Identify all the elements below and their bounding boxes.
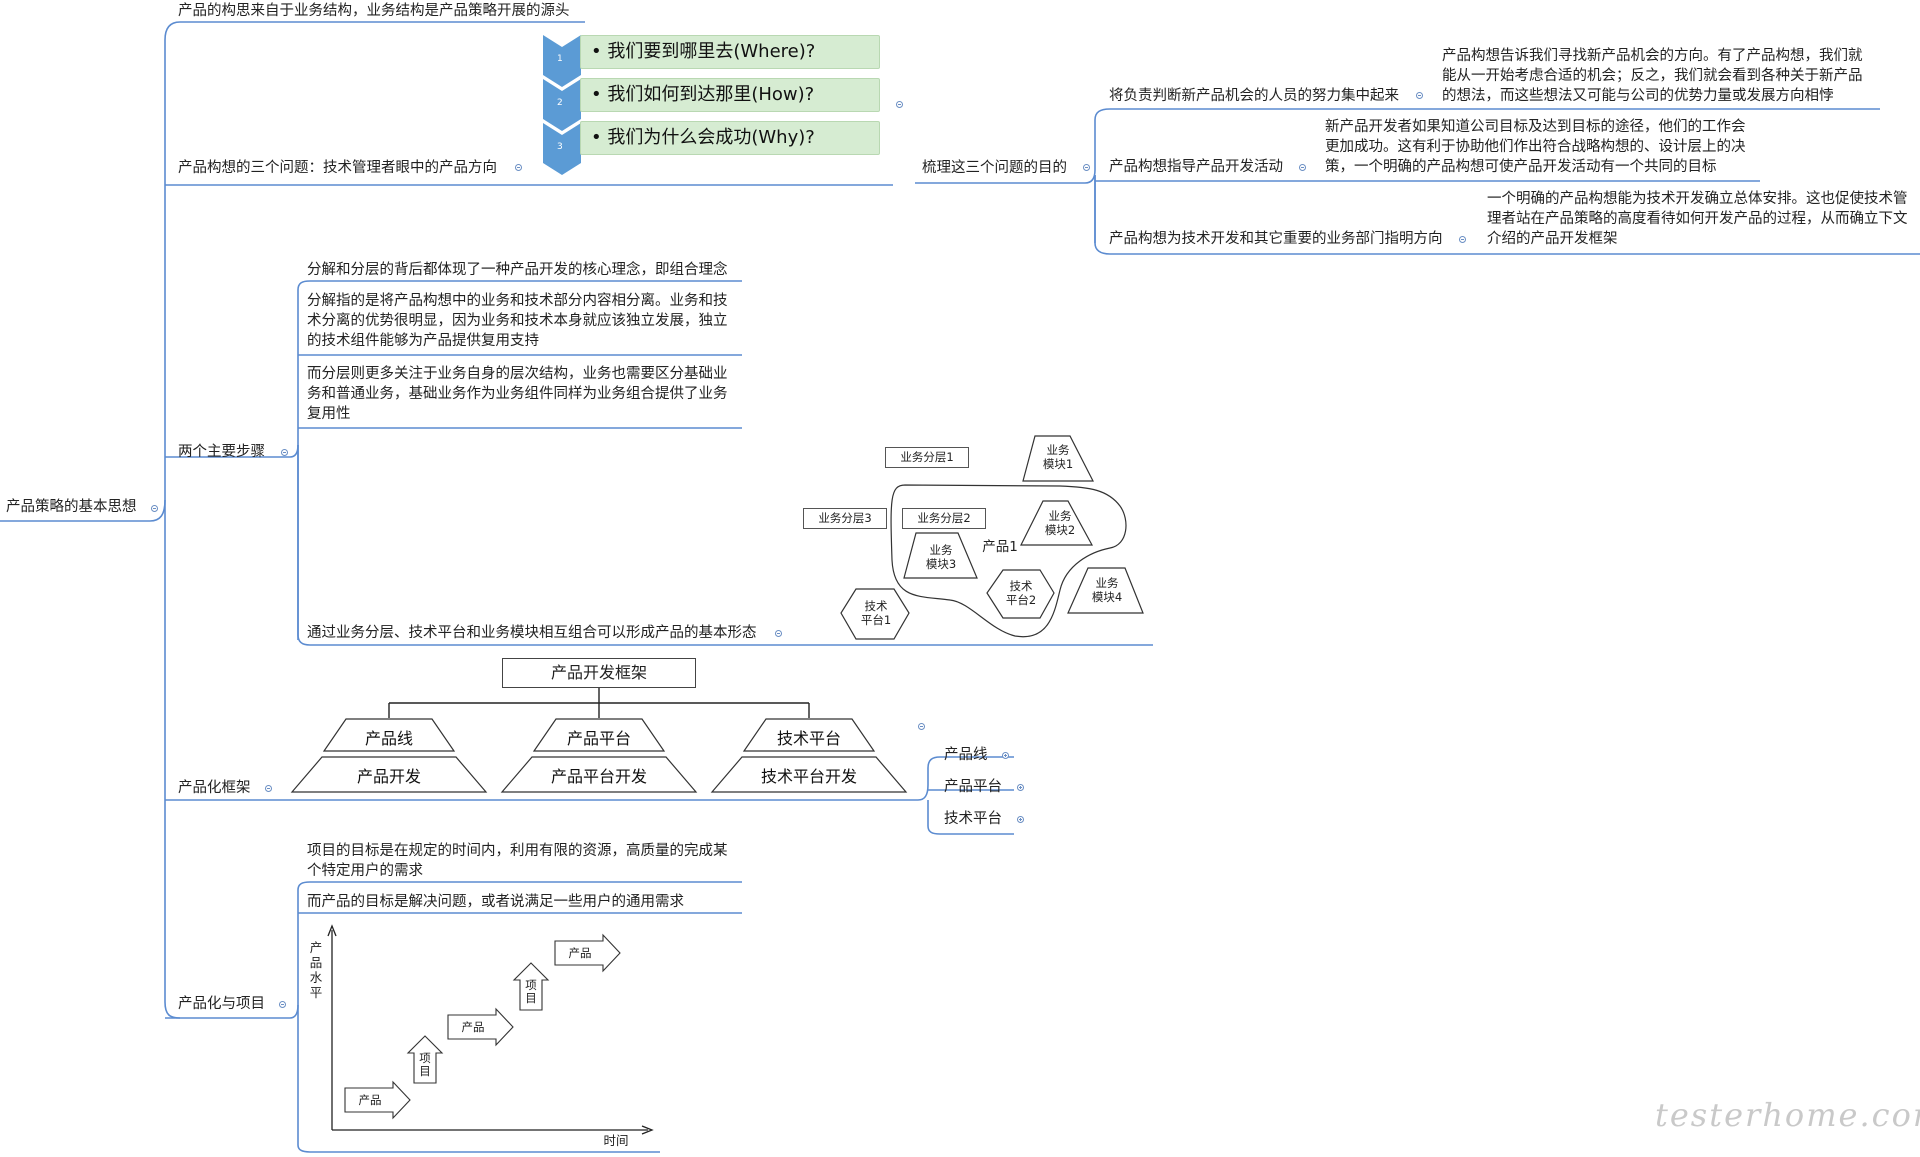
collapse-toggle[interactable] xyxy=(918,723,925,730)
tech-2-label: 技术平台2 xyxy=(1003,579,1039,607)
child-tech-platform[interactable]: 技术平台 xyxy=(944,811,1002,827)
layer-3-box: 业务分层3 xyxy=(803,508,887,529)
collapse-toggle[interactable] xyxy=(515,164,522,171)
child-product-platform[interactable]: 产品平台 xyxy=(944,779,1002,795)
collapse-toggle[interactable] xyxy=(1299,164,1306,171)
label-line: 业务 xyxy=(1095,576,1119,590)
label-line: 模块4 xyxy=(1091,590,1123,604)
layer-2-box: 业务分层2 xyxy=(902,508,986,529)
module-3-label: 业务模块3 xyxy=(923,543,959,571)
step-product-1: 产品 xyxy=(358,1093,382,1107)
watermark: testerhome.com xyxy=(1655,1096,1920,1134)
label-line: 技术 xyxy=(864,599,888,613)
framework-title: 产品开发框架 xyxy=(502,658,696,688)
step-number: 2 xyxy=(557,98,563,108)
step-project-1: 项目 xyxy=(419,1051,431,1078)
label-line: 业务 xyxy=(929,543,953,557)
expand-toggle[interactable] xyxy=(1002,752,1009,759)
framework-tech-platform: 技术平台 xyxy=(776,729,841,748)
framework-product-dev: 产品开发 xyxy=(356,767,421,786)
step-number: 3 xyxy=(557,142,563,152)
step-note-product-form: 通过业务分层、技术平台和业务模块相互组合可以形成产品的基本形态 xyxy=(307,625,757,641)
module-4-label: 业务模块4 xyxy=(1089,576,1125,604)
step-number: 1 xyxy=(557,54,563,64)
step-note-decompose: 分解指的是将产品构想中的业务和技术部分内容相分离。业务和技术分离的优势很明显，因… xyxy=(307,293,728,349)
label-line: 业务 xyxy=(1048,509,1072,523)
question-why: • 我们为什么会成功(Why)? xyxy=(580,121,880,155)
purpose-item-2[interactable]: 产品构想指导产品开发活动 xyxy=(1109,159,1283,175)
label-line: 模块1 xyxy=(1042,457,1074,471)
collapse-toggle[interactable] xyxy=(896,101,903,108)
step-note-layering: 而分层则更多关注于业务自身的层次结构，业务也需要区分基础业务和普通业务，基础业务… xyxy=(307,366,728,422)
chevron-step-2 xyxy=(543,79,581,131)
framework-product-line: 产品线 xyxy=(364,729,413,748)
label-line: 技术 xyxy=(1009,579,1033,593)
chart-y-label: 产 品 水 平 xyxy=(308,940,324,1000)
chevron-step-1 xyxy=(543,35,581,87)
branch-two-steps[interactable]: 两个主要步骤 xyxy=(178,444,265,460)
question-how: • 我们如何到达那里(How)? xyxy=(580,78,880,112)
label-line: 业务 xyxy=(1046,443,1070,457)
purpose-item-1[interactable]: 将负责判断新产品机会的人员的努力集中起来 xyxy=(1109,88,1399,104)
root-topic[interactable]: 产品策略的基本思想 xyxy=(6,499,137,515)
purpose-detail-3: 一个明确的产品构想能为技术开发确立总体安排。这也促使技术管理者站在产品策略的高度… xyxy=(1487,191,1908,247)
expand-toggle[interactable] xyxy=(1017,816,1024,823)
label-line: 模块2 xyxy=(1044,523,1076,537)
branch-product-vs-project[interactable]: 产品化与项目 xyxy=(178,996,265,1012)
label-char: 品 xyxy=(309,955,323,970)
step-note-combination: 分解和分层的背后都体现了一种产品开发的核心理念，即组合理念 xyxy=(307,262,728,278)
branch-product-idea[interactable]: 产品的构思来自于业务结构，业务结构是产品策略开展的源头 xyxy=(178,3,570,19)
collapse-toggle[interactable] xyxy=(265,785,272,792)
note-product-goal: 而产品的目标是解决问题，或者说满足一些用户的通用需求 xyxy=(307,894,684,910)
purpose-item-3[interactable]: 产品构想为技术开发和其它重要的业务部门指明方向 xyxy=(1109,231,1443,247)
layer-1-box: 业务分层1 xyxy=(885,447,969,468)
step-project-2: 项目 xyxy=(525,978,537,1005)
label-line: 平台1 xyxy=(860,613,892,627)
collapse-toggle[interactable] xyxy=(1459,236,1466,243)
purpose-topic[interactable]: 梳理这三个问题的目的 xyxy=(922,160,1067,176)
framework-product-platform: 产品平台 xyxy=(566,729,631,748)
branch-product-framework[interactable]: 产品化框架 xyxy=(178,780,251,796)
product-1-label: 产品1 xyxy=(982,539,1018,555)
chevron-step-3 xyxy=(543,123,581,175)
branch-three-questions[interactable]: 产品构想的三个问题：技术管理者眼中的产品方向 xyxy=(178,160,497,176)
question-where: • 我们要到哪里去(Where)? xyxy=(580,35,880,69)
purpose-detail-1: 产品构想告诉我们寻找新产品机会的方向。有了产品构想，我们就能从一开始考虑合适的机… xyxy=(1442,48,1863,104)
label-line: 模块3 xyxy=(925,557,957,571)
tech-1-label: 技术平台1 xyxy=(858,599,894,627)
label-char: 水 xyxy=(309,970,323,985)
module-1-label: 业务模块1 xyxy=(1040,443,1076,471)
collapse-toggle[interactable] xyxy=(1083,164,1090,171)
expand-toggle[interactable] xyxy=(1017,784,1024,791)
module-2-label: 业务模块2 xyxy=(1042,509,1078,537)
label-char: 产 xyxy=(309,940,323,955)
label-char: 平 xyxy=(309,985,323,1000)
child-product-line[interactable]: 产品线 xyxy=(944,747,988,763)
framework-platform-dev: 产品平台开发 xyxy=(550,767,647,786)
framework-tech-dev: 技术平台开发 xyxy=(760,767,857,786)
collapse-toggle[interactable] xyxy=(279,1001,286,1008)
chart-x-label: 时间 xyxy=(603,1133,629,1148)
collapse-toggle[interactable] xyxy=(1416,92,1423,99)
step-product-3: 产品 xyxy=(568,946,592,960)
purpose-detail-2: 新产品开发者如果知道公司目标及达到目标的途径，他们的工作会更加成功。这有利于协助… xyxy=(1325,119,1746,175)
collapse-toggle[interactable] xyxy=(775,630,782,637)
label-line: 平台2 xyxy=(1005,593,1037,607)
step-product-2: 产品 xyxy=(461,1020,485,1034)
note-project-goal: 项目的目标是在规定的时间内，利用有限的资源，高质量的完成某个特定用户的需求 xyxy=(307,843,728,879)
collapse-toggle[interactable] xyxy=(281,449,288,456)
collapse-toggle[interactable] xyxy=(151,505,158,512)
